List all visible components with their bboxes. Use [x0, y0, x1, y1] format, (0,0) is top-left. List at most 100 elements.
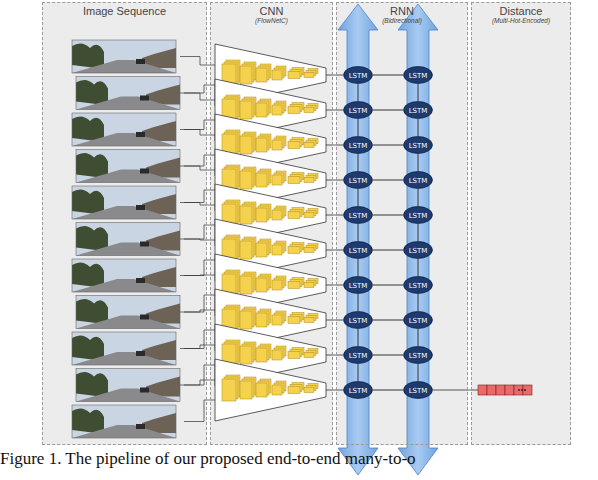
node-subheading: (Bidirectional) [337, 17, 467, 24]
column-panel: CNN(FlowNetC) [210, 2, 333, 445]
street-image [72, 259, 176, 292]
node-subheading: (Multi-Hot-Encoded) [472, 17, 570, 24]
lstm-ellipse [404, 207, 433, 224]
image-sky [76, 223, 180, 256]
node-heading: LSTM [349, 282, 368, 290]
lstm-ellipse [404, 137, 433, 154]
image-road [72, 425, 176, 438]
node-heading: LSTM [349, 177, 368, 185]
conv-layer [272, 385, 282, 395]
image-car [140, 315, 149, 320]
conv-layer [256, 103, 267, 117]
conv-layer [304, 283, 314, 288]
image-road [72, 60, 176, 73]
lstm-ellipse [344, 242, 373, 259]
conv-layer [256, 313, 267, 327]
conv-layer [288, 107, 300, 114]
image-frame [72, 332, 176, 365]
conv-layer [256, 278, 267, 292]
image-car [136, 351, 145, 356]
lstm-link [373, 75, 403, 76]
conv-layer [256, 243, 267, 257]
conv-layer [272, 210, 282, 220]
lstm-link [418, 364, 419, 381]
node-heading: RNN [337, 5, 467, 17]
node-subheading: (FlowNetC) [211, 17, 332, 24]
lstm-ellipse [404, 242, 433, 259]
node-heading: LSTM [349, 142, 368, 150]
lstm-cell: LSTM [403, 241, 433, 259]
conv-layer [304, 73, 314, 78]
conv-layer [256, 348, 267, 362]
multi-hot-cell [478, 385, 487, 395]
image-road [76, 97, 180, 110]
image-sky [72, 332, 176, 365]
node-heading: Distance [472, 5, 570, 17]
image-sky [72, 405, 176, 438]
image-road [72, 279, 176, 292]
node-heading: LSTM [349, 352, 368, 360]
node-heading: LSTM [409, 107, 428, 115]
column-panel: Image Sequence [42, 2, 207, 445]
lstm-cell: LSTM [343, 206, 373, 224]
node-heading: LSTM [349, 247, 368, 255]
street-image [72, 405, 176, 438]
conv-layer [272, 105, 282, 115]
panel-fill [42, 2, 207, 445]
bidirectional-arrow [398, 4, 438, 475]
conv-layer [288, 142, 300, 149]
image-car [136, 424, 145, 429]
lstm-link [373, 145, 403, 146]
multi-hot-cell [496, 385, 505, 395]
image-frame [76, 223, 180, 256]
image-car [140, 169, 149, 174]
multi-hot-cell [487, 385, 496, 395]
conv-layer [272, 280, 282, 290]
image-road [72, 133, 176, 146]
multi-hot-cell [523, 385, 532, 395]
node-heading: LSTM [349, 107, 368, 115]
node-heading: LSTM [349, 387, 368, 395]
image-sky [72, 259, 176, 292]
feature-wire [326, 75, 343, 76]
conv-layer [240, 346, 252, 364]
lstm-cell: LSTM [343, 136, 373, 154]
lstm-link [418, 259, 419, 276]
lstm-link [418, 84, 419, 101]
conv-layer [240, 241, 252, 259]
node-heading: LSTM [409, 282, 428, 290]
lstm-link [358, 189, 359, 206]
conv-layer [304, 248, 314, 253]
image-road [76, 389, 180, 402]
street-image [72, 186, 176, 219]
conv-layer [272, 245, 282, 255]
lstm-ellipse [344, 382, 373, 399]
lstm-ellipse [344, 102, 373, 119]
image-frame [72, 186, 176, 219]
conv-layer [240, 171, 252, 189]
conv-layer [240, 311, 252, 329]
street-image [72, 113, 176, 146]
node-heading: LSTM [409, 142, 428, 150]
lstm-cell: LSTM [403, 206, 433, 224]
lstm-cell: LSTM [343, 66, 373, 84]
image-sky [76, 369, 180, 402]
image-car [136, 205, 145, 210]
lstm-link [373, 180, 403, 181]
lstm-link [358, 259, 359, 276]
street-image [72, 332, 176, 365]
image-road [76, 170, 180, 183]
column-panel: Distance(Multi-Hot-Encoded) [471, 2, 571, 445]
feature-wire [326, 320, 343, 321]
conv-layer [288, 282, 300, 289]
node-heading: LSTM [349, 72, 368, 80]
conv-layer [304, 178, 314, 183]
lstm-cell: LSTM [403, 136, 433, 154]
feature-wire [326, 145, 343, 146]
conv-layer [288, 72, 300, 79]
image-car [136, 278, 145, 283]
conv-layer [256, 208, 267, 222]
image-frame [72, 40, 176, 73]
